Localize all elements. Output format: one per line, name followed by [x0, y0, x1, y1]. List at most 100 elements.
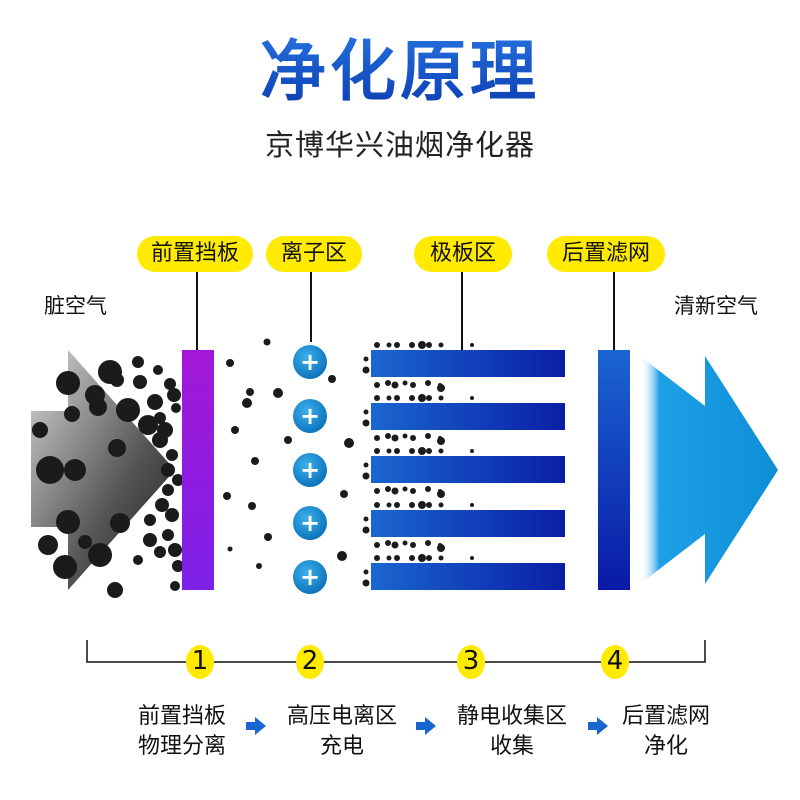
plus-icon: +: [300, 563, 320, 591]
ion-zone-particle: [340, 490, 348, 498]
dirty-particle: [167, 388, 181, 402]
collected-particles: [362, 341, 474, 587]
ion-electrode: [293, 453, 327, 487]
collected-particle: [394, 448, 400, 454]
collector-plate: [371, 510, 565, 537]
dirty-particle: [36, 456, 64, 484]
connector-plate-zone: [461, 272, 463, 350]
dirty-particle: [171, 403, 181, 413]
ion-electrodes: +++++: [293, 345, 327, 594]
connector-rear-filter: [613, 272, 615, 350]
dirty-particle: [132, 356, 144, 368]
collected-particle: [386, 555, 392, 561]
ion-zone-particle: [264, 533, 272, 541]
dirty-particle: [116, 398, 140, 422]
collector-plate: [371, 456, 565, 483]
dirty-particle: [85, 385, 105, 405]
collected-particle: [438, 342, 444, 348]
collected-particle: [470, 449, 474, 453]
dirty-particle: [154, 546, 166, 558]
collector-plate: [371, 350, 565, 377]
clean-air-arrow: [640, 356, 778, 584]
collected-particle: [470, 396, 474, 400]
dirty-particle: [155, 498, 169, 512]
collected-particle: [426, 395, 432, 401]
dirty-particle: [32, 422, 48, 438]
collected-particle: [374, 382, 380, 388]
step-number-1: 1: [191, 646, 209, 676]
step-number-3: 3: [462, 646, 480, 676]
collected-particle: [386, 502, 392, 508]
collected-particle: [425, 486, 431, 492]
ion-zone-particles: [223, 338, 354, 569]
ion-zone-particle: [284, 436, 292, 444]
collected-particle: [426, 448, 432, 454]
step-2-desc: 充电: [319, 734, 364, 759]
ion-zone-particle: [248, 502, 256, 510]
dirty-particle: [162, 529, 174, 541]
collected-particle: [385, 540, 391, 546]
step-badge-4: [601, 645, 629, 679]
collected-particle: [363, 516, 369, 522]
dirty-particle: [53, 555, 77, 579]
collected-particle: [391, 381, 399, 389]
collected-particle: [409, 342, 415, 348]
collected-particle: [418, 554, 426, 562]
dirty-particles: [32, 356, 184, 598]
plus-icon: +: [300, 402, 320, 430]
dirty-particle: [78, 535, 92, 549]
step-3-text: 静电收集区 收集: [442, 702, 582, 762]
ion-zone-particle: [251, 457, 259, 465]
collected-particle: [385, 380, 391, 386]
dirty-particle: [138, 415, 158, 435]
ion-zone-particle: [223, 492, 231, 500]
collected-particle: [426, 502, 432, 508]
collected-particle: [402, 380, 408, 386]
step-3-desc: 收集: [489, 734, 534, 759]
ion-electrode: [293, 560, 327, 594]
collected-particle: [385, 486, 391, 492]
collected-particle: [363, 462, 369, 468]
collected-particle: [374, 542, 380, 548]
collected-particle: [410, 488, 416, 494]
collected-particle: [426, 342, 432, 348]
collected-particle: [418, 341, 426, 349]
dirty-particle: [164, 378, 176, 390]
collected-particle: [394, 502, 400, 508]
collected-particle: [374, 488, 380, 494]
dirty-particle: [165, 508, 179, 522]
collected-particle: [362, 579, 370, 587]
page-subtitle: 京博华兴油烟净化器: [264, 128, 535, 162]
collector-plates: [371, 350, 565, 590]
collected-particle: [362, 419, 370, 427]
ion-zone-particle: [337, 551, 347, 561]
step-4-title: 后置滤网: [621, 704, 710, 729]
collected-particle: [402, 540, 408, 546]
collected-particle: [386, 448, 392, 454]
ion-electrode: [293, 345, 327, 379]
collected-particle: [426, 555, 432, 561]
process-bracket: [86, 640, 706, 663]
step-4-text: 后置滤网 净化: [606, 702, 726, 762]
collected-particle: [394, 555, 400, 561]
collected-particle: [410, 435, 416, 441]
dirty-particle: [133, 555, 143, 565]
dirty-particle: [64, 406, 80, 422]
collected-particle: [409, 555, 415, 561]
collector-plate: [371, 403, 565, 430]
flow-arrow-1: [246, 717, 266, 735]
collected-particle: [418, 501, 426, 509]
step-number-4: 4: [606, 646, 624, 676]
collected-particle: [437, 490, 445, 498]
dirty-particle: [64, 459, 86, 481]
collected-particle: [409, 395, 415, 401]
dirty-particle: [162, 484, 174, 496]
dirty-particle: [143, 533, 157, 547]
collected-particle: [437, 544, 445, 552]
dirty-particle: [56, 510, 80, 534]
collected-particle: [437, 437, 445, 445]
ion-zone-particle: [256, 563, 262, 569]
step-2-text: 高压电离区 充电: [272, 702, 412, 762]
ion-zone-particle: [227, 546, 233, 552]
